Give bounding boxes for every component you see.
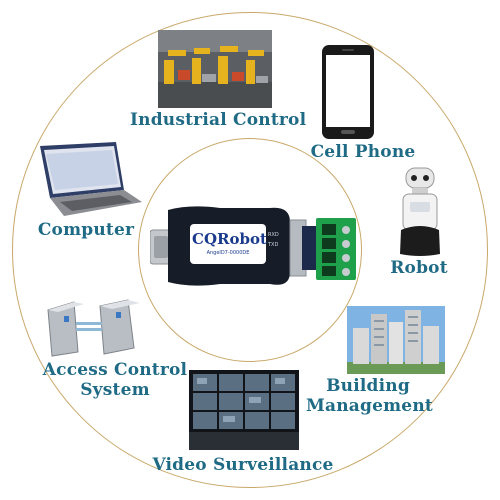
video-surveillance-label: Video Surveillance: [152, 455, 334, 475]
computer-label: Computer: [37, 220, 135, 240]
rs232-adapter-image: CQRobot AngelD7-0000DE RXD TXD: [150, 202, 358, 290]
access-control-label: Access Control System: [40, 360, 190, 400]
inner-ring: [138, 138, 362, 362]
brand-logo: CQRobot: [192, 230, 267, 248]
turnstile-image: [44, 296, 146, 358]
industrial-robots-image: [158, 30, 272, 108]
cell-phone-label: Cell Phone: [310, 142, 416, 162]
building-label-line2: Management: [306, 396, 433, 416]
outer-ring: [12, 12, 488, 488]
laptop-image: [36, 140, 144, 220]
pin-label-rxd: RXD: [268, 232, 279, 238]
building-management-label: Building Management: [306, 376, 433, 416]
industrial-control-label: Industrial Control: [130, 110, 307, 130]
buildings-image: [347, 306, 445, 374]
cell-phone-image: [321, 44, 375, 140]
robot-label: Robot: [390, 258, 448, 278]
robot-image: [398, 166, 442, 258]
access-control-label-line1: Access Control: [42, 360, 188, 380]
access-control-label-line2: System: [80, 380, 150, 400]
video-wall-image: [189, 370, 299, 450]
pin-label-txd: TXD: [268, 242, 279, 248]
building-label-line1: Building: [326, 376, 410, 396]
model-number: AngelD7-0000DE: [206, 250, 250, 256]
